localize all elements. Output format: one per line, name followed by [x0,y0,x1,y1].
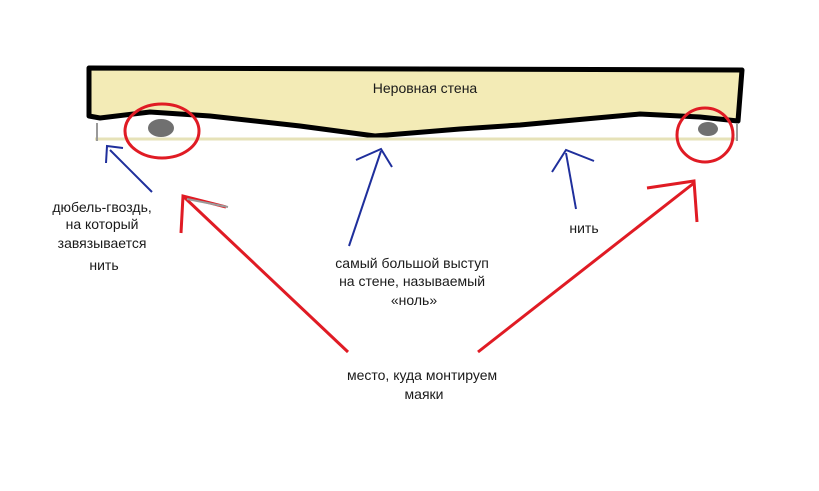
right-dowel-highlight [675,106,735,164]
left-dowel-highlight [123,102,201,160]
left-beacon-arrow [179,194,350,354]
dowel-pointer-arrow [105,144,153,193]
right-beacon-arrow [477,179,699,354]
thread-annotation: нить [569,220,598,236]
zero-annotation: самый большой выступ на стене, называемы… [335,255,492,308]
beacons-annotation: место, куда монтируем маяки [347,367,501,402]
dowel-annotation: дюбель-гвоздь, на который завязывается н… [52,199,155,273]
right-dowel [698,122,718,136]
uneven-wall [86,65,745,139]
wall-label: Неровная стена [373,80,478,96]
left-dowel [148,119,174,137]
zero-pointer-arrow [348,147,393,247]
thread-pointer-arrow [551,148,595,210]
